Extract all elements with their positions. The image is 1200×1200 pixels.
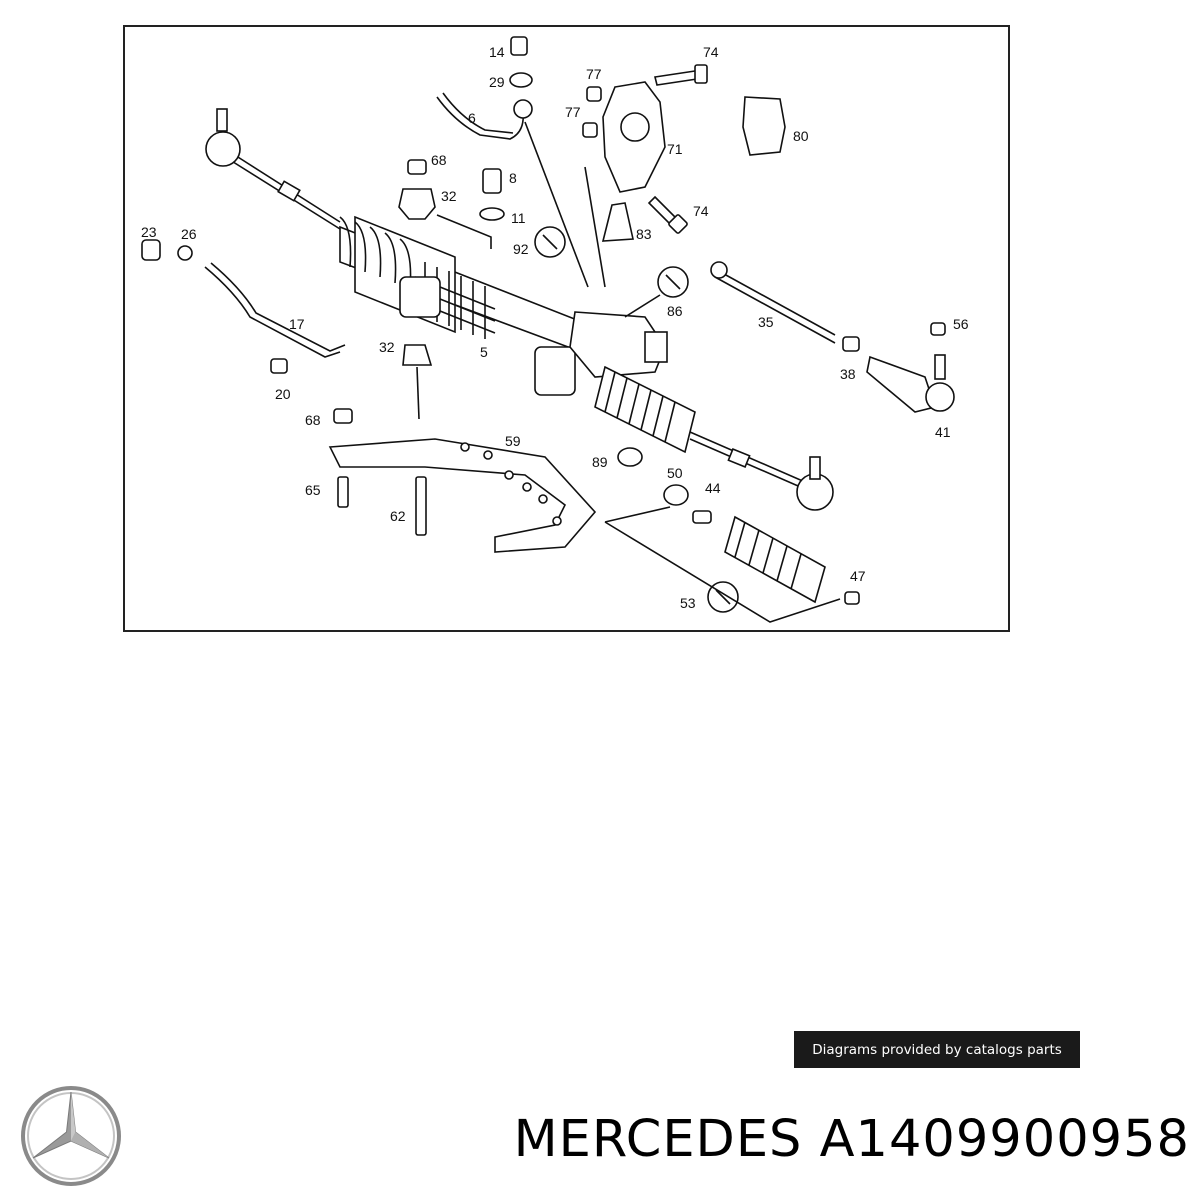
diagram-credit-badge: Diagrams provided by catalogs parts [794,1031,1080,1068]
part-label: 29 [489,74,505,90]
hydraulic-lines [204,92,606,358]
part-label: 62 [390,508,406,524]
steering-rack-housing [205,108,834,511]
part-label: 92 [513,241,529,257]
part-number-labels: 14 29 6 77 77 74 71 80 68 8 32 11 74 83 … [141,44,969,611]
part-label: 50 [667,465,683,481]
hardware-parts [141,36,955,623]
part-label: 68 [305,412,321,428]
part-label: 38 [840,366,856,382]
part-label: 14 [489,44,505,60]
part-label: 6 [468,110,476,126]
part-label: 74 [693,203,709,219]
part-label: 41 [935,424,951,440]
part-label: 32 [441,188,457,204]
part-label: 80 [793,128,809,144]
part-label: 11 [511,210,526,226]
part-label: 86 [667,303,683,319]
part-label: 89 [592,454,608,470]
part-label: 65 [305,482,321,498]
steering-rack-exploded-view: 14 29 6 77 77 74 71 80 68 8 32 11 74 83 … [141,36,969,623]
parts-diagram: 14 29 6 77 77 74 71 80 68 8 32 11 74 83 … [123,25,1010,632]
product-title: MERCEDES A1409900958 [513,1110,1190,1169]
part-label: 71 [667,141,683,157]
part-label: 53 [680,595,696,611]
mercedes-star-logo [21,1086,121,1186]
part-label: 77 [565,104,581,120]
part-label: 5 [480,344,488,360]
part-label: 35 [758,314,774,330]
part-label: 47 [850,568,866,584]
part-label: 23 [141,224,157,240]
part-label: 77 [586,66,602,82]
part-label: 59 [505,433,521,449]
part-label: 17 [289,316,305,332]
part-label: 8 [509,170,517,186]
part-label: 26 [181,226,197,242]
part-label: 74 [703,44,719,60]
part-label: 83 [636,226,652,242]
part-label: 32 [379,339,395,355]
part-label: 44 [705,480,721,496]
part-label: 68 [431,152,447,168]
part-label: 56 [953,316,969,332]
part-label: 20 [275,386,291,402]
